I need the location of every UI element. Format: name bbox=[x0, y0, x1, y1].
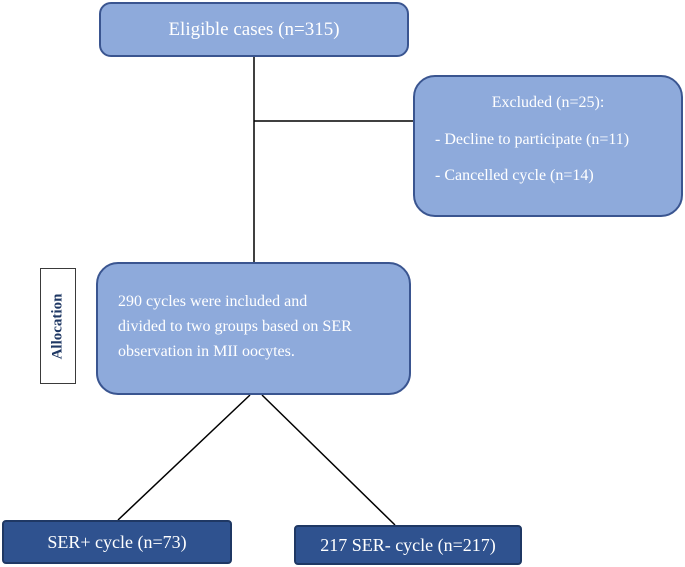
ser-minus-box: 217 SER- cycle (n=217) bbox=[294, 525, 522, 565]
connector-to-ser-minus bbox=[261, 394, 396, 526]
allocation-box: 290 cycles were included and divided to … bbox=[96, 262, 411, 395]
excluded-box: Excluded (n=25): - Decline to participat… bbox=[413, 75, 683, 217]
ser-minus-text: 217 SER- cycle (n=217) bbox=[320, 534, 496, 555]
eligible-cases-text: Eligible cases (n=315) bbox=[168, 18, 340, 40]
eligible-cases-box: Eligible cases (n=315) bbox=[99, 2, 409, 57]
allocation-label-box: Allocation bbox=[40, 268, 76, 384]
allocation-label: Allocation bbox=[49, 293, 66, 359]
excluded-item-decline: - Decline to participate (n=11) bbox=[435, 131, 630, 148]
allocation-line-3: observation in MII oocytes. bbox=[118, 343, 295, 360]
excluded-title: Excluded (n=25): bbox=[491, 94, 605, 111]
allocation-text: 290 cycles were included and divided to … bbox=[118, 289, 408, 364]
connector-to-ser-plus bbox=[117, 394, 251, 521]
ser-plus-box: SER+ cycle (n=73) bbox=[2, 520, 232, 564]
ser-plus-text: SER+ cycle (n=73) bbox=[47, 531, 187, 552]
excluded-item-cancelled: - Cancelled cycle (n=14) bbox=[435, 167, 594, 184]
allocation-line-1: 290 cycles were included and bbox=[118, 293, 308, 310]
allocation-line-2: divided to two groups based on SER bbox=[118, 318, 352, 335]
